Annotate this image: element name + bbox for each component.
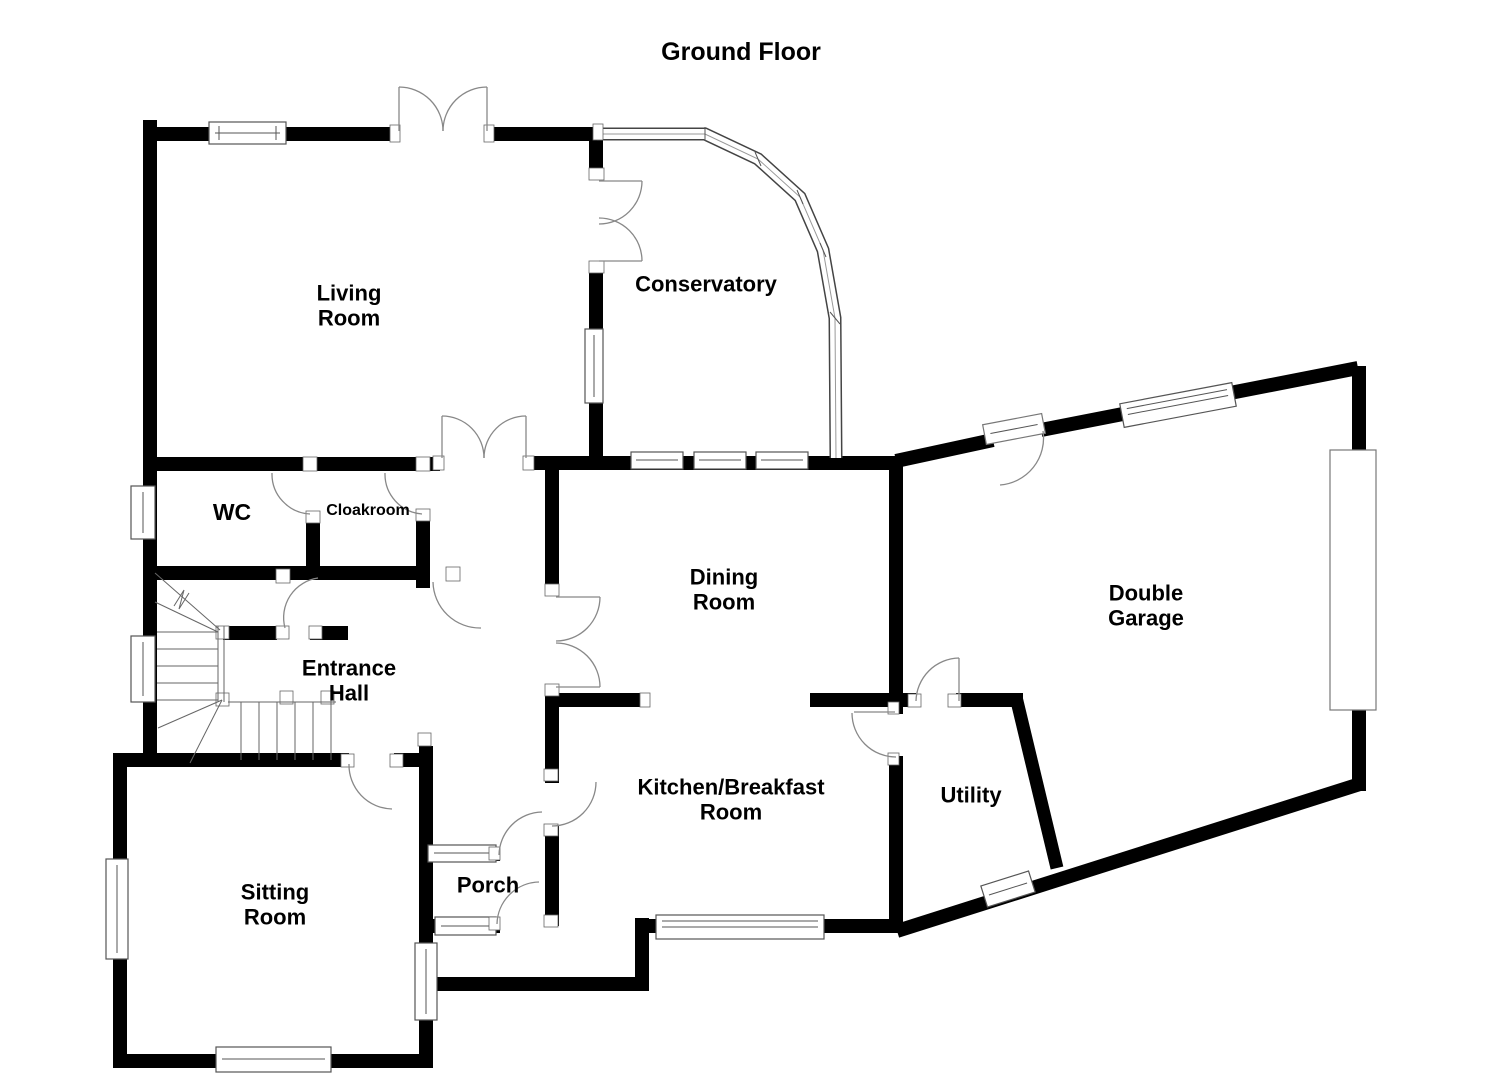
window <box>980 870 1036 908</box>
window <box>427 844 497 863</box>
room-label-conservatory: Conservatory <box>635 271 777 297</box>
room-label-dining: Dining Room <box>689 564 759 614</box>
window <box>1119 381 1237 429</box>
window <box>434 916 497 936</box>
window <box>130 485 156 540</box>
room-label-porch: Porch <box>456 872 520 898</box>
room-label-garage: Double Garage <box>1108 580 1184 630</box>
window <box>414 942 438 1021</box>
room-label-kitchen: Kitchen/Breakfast Room <box>637 774 825 824</box>
window <box>693 451 747 470</box>
plan-title: Ground Floor <box>661 38 821 66</box>
room-label-cloakroom: Cloakroom <box>326 502 410 520</box>
window <box>655 914 825 940</box>
window <box>215 1046 332 1073</box>
conservatory-glazing <box>597 127 843 459</box>
window <box>208 121 287 145</box>
room-label-living: Living Room <box>316 280 382 330</box>
room-label-entrance-hall: Entrance Hall <box>301 655 397 705</box>
window <box>630 451 684 470</box>
windows-layer <box>105 121 1237 1073</box>
staircase <box>154 572 336 764</box>
room-label-sitting: Sitting Room <box>240 879 310 929</box>
room-label-wc: WC <box>212 499 252 526</box>
door-jambs <box>215 123 962 931</box>
room-label-utility: Utility <box>940 782 1002 808</box>
window <box>130 635 156 703</box>
window <box>584 328 604 404</box>
window <box>755 451 809 470</box>
window <box>105 858 129 960</box>
garage-entry-threshold <box>981 412 1047 446</box>
garage-door <box>1329 449 1377 711</box>
doors-layer <box>271 86 1045 925</box>
